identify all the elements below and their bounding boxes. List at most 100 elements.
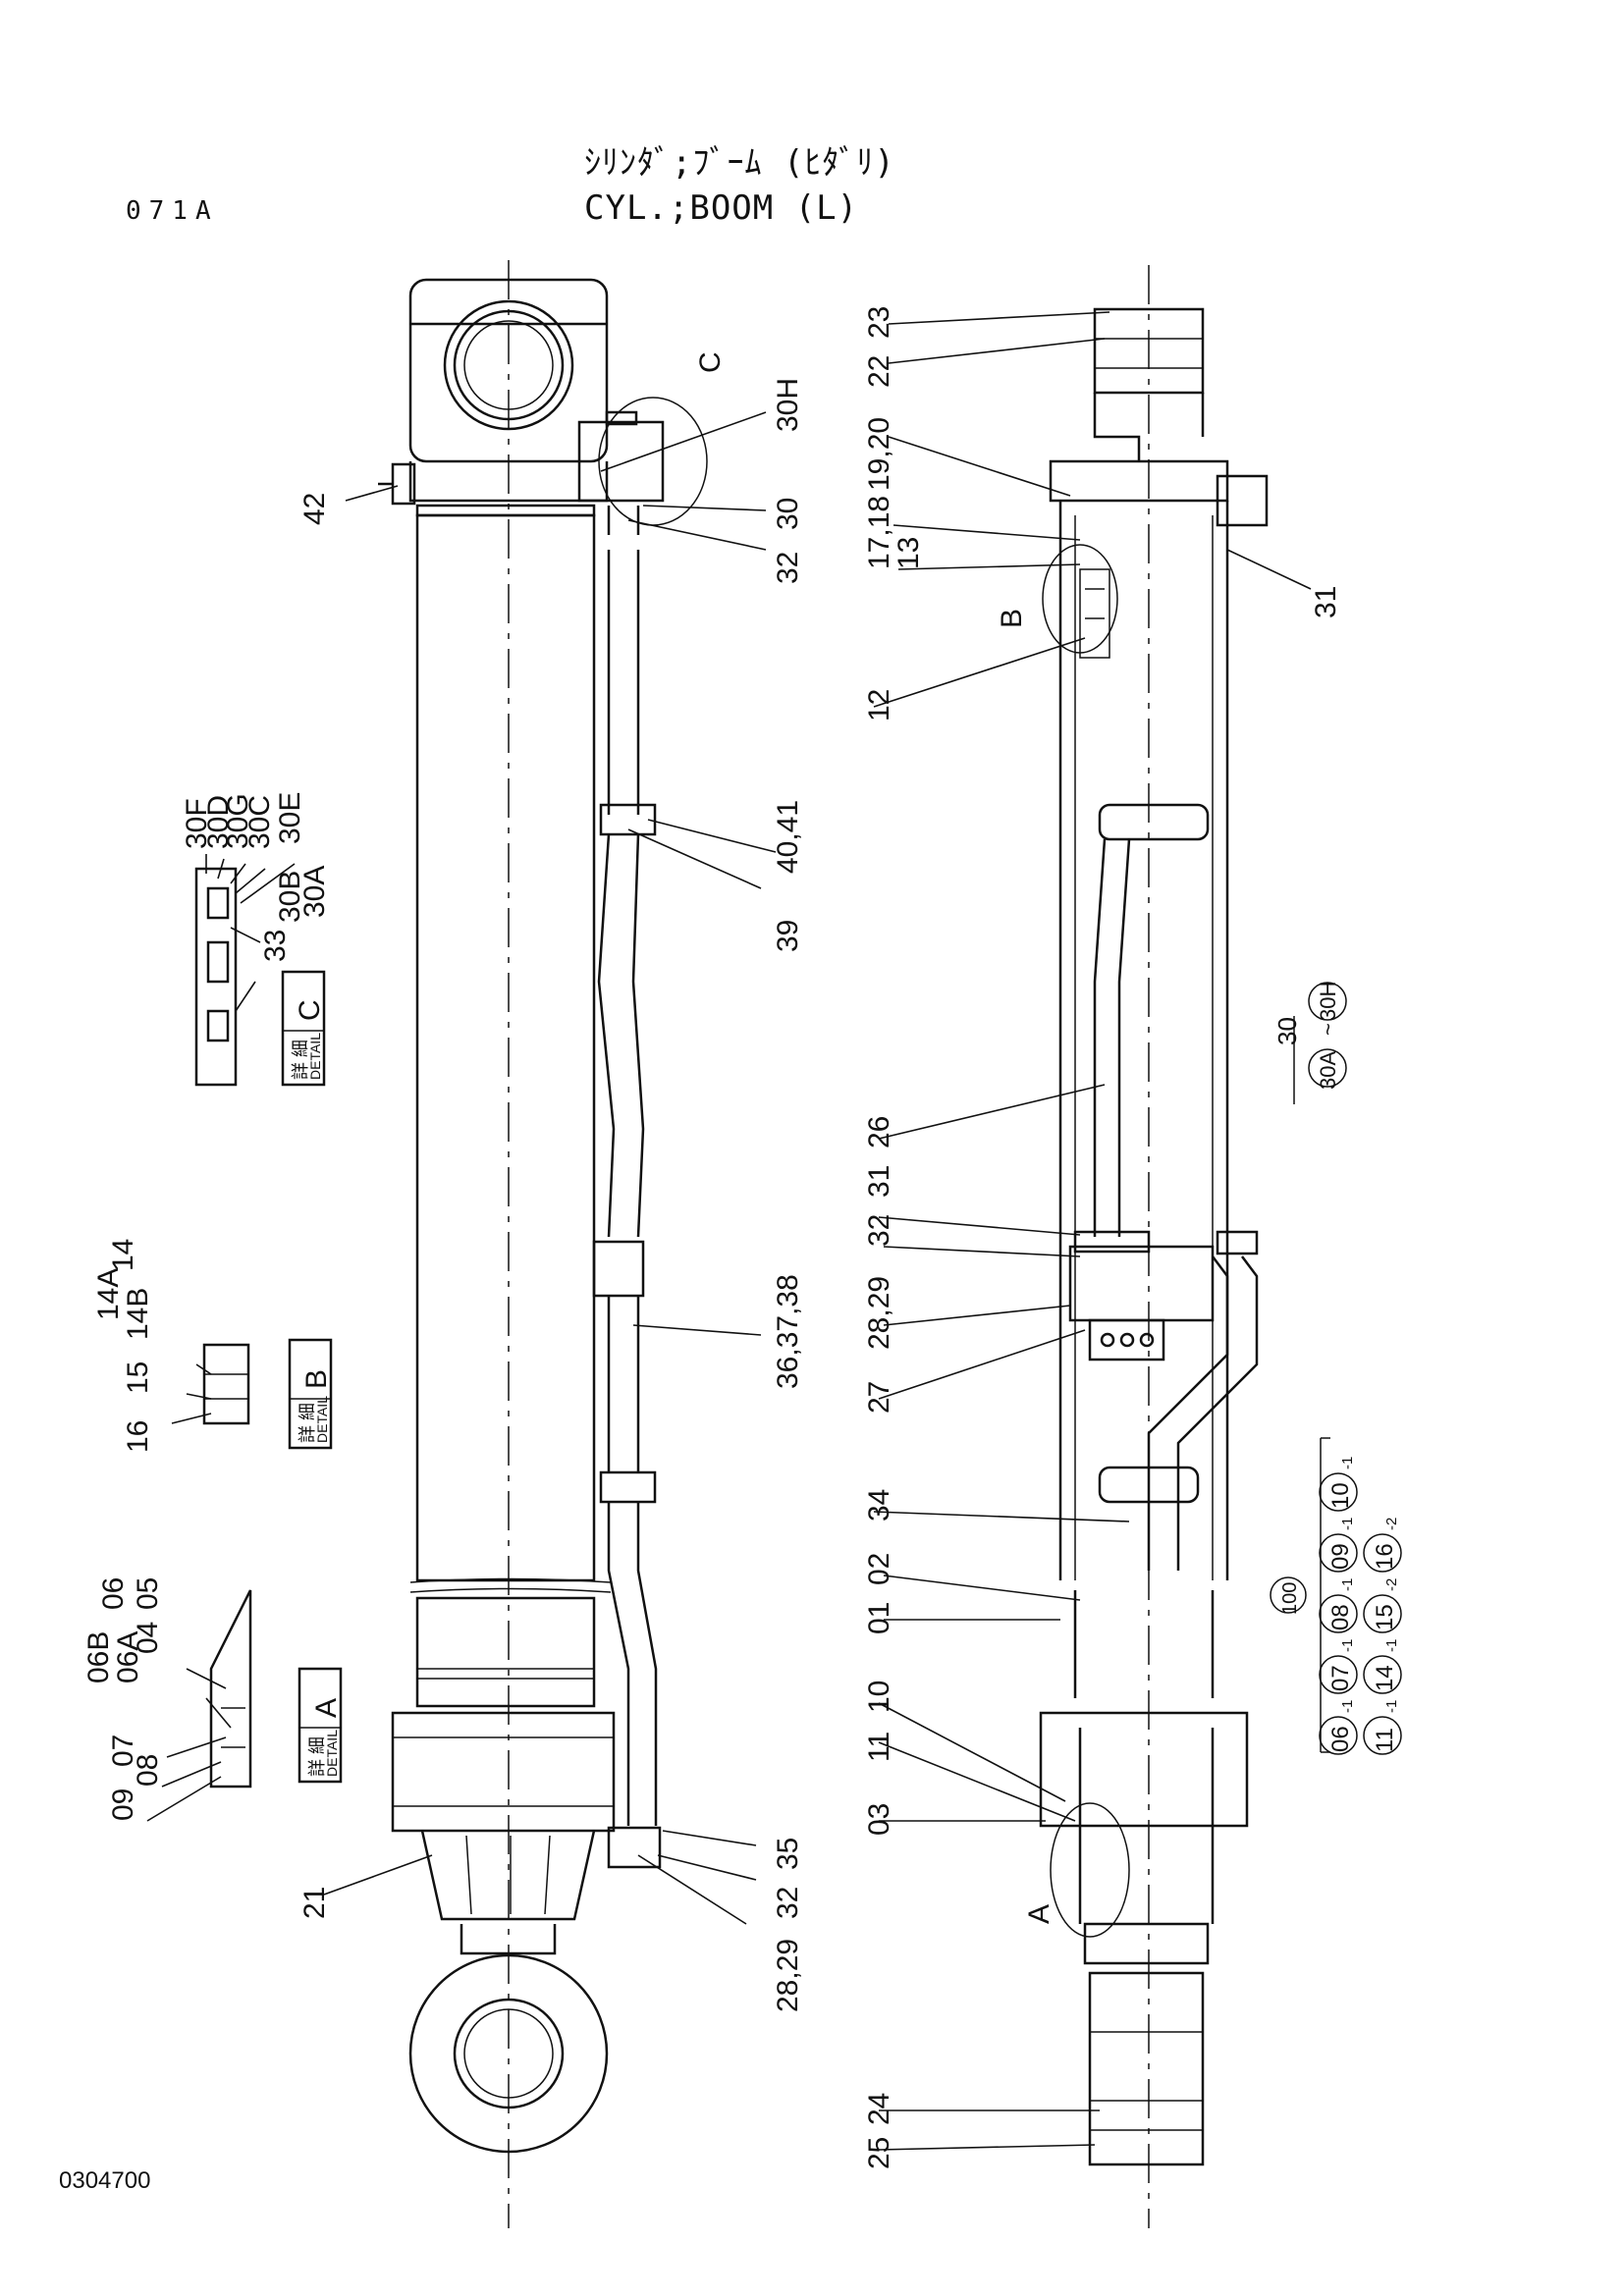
kit-30-start: 30A (1316, 1051, 1340, 1090)
detail-a-kanji: 詳 細 (307, 1736, 327, 1777)
label-05: 05 (132, 1577, 164, 1610)
label-21: 21 (298, 1887, 331, 1919)
detail-b-kanji: 詳 細 (298, 1403, 317, 1443)
kit-100-row2-qty-0: -1 (1383, 1700, 1400, 1713)
detail-a-label: DETAIL (324, 1730, 340, 1777)
label-34: 34 (863, 1489, 895, 1522)
label-09: 09 (107, 1789, 139, 1821)
label-12: 12 (863, 689, 895, 721)
page-code: 071A (126, 196, 219, 226)
kit-100-row2-part-0: 11 (1372, 1728, 1398, 1752)
label-11: 11 (863, 1732, 895, 1762)
label-32-right: 32 (863, 1214, 895, 1247)
detail-b-letter: B (300, 1369, 333, 1389)
title-japanese: ｼﾘﾝﾀﾞ;ﾌﾞｰﾑ (ﾋﾀﾞﾘ) (584, 143, 895, 183)
kit-100-row2-circle-1 (1363, 1655, 1402, 1694)
label-06b: 06B (82, 1631, 115, 1683)
label-28-29-left: 28,29 (772, 1939, 804, 2012)
leader-lines (146, 311, 1312, 2151)
label-33: 33 (259, 930, 292, 962)
kit-100-row2-part-1: 14 (1372, 1665, 1398, 1691)
detail-c-sketch (194, 867, 238, 1087)
label-42: 42 (298, 493, 331, 525)
label-30d: 30D (202, 795, 235, 849)
label-30b: 30B (274, 871, 306, 923)
kit-100-row1-circle-1 (1319, 1655, 1358, 1694)
kit-100-row1-qty-3: -1 (1339, 1518, 1356, 1530)
label-30f: 30F (181, 798, 213, 849)
label-30h: 30H (772, 378, 804, 432)
kit-100-row2-qty-1: -1 (1383, 1639, 1400, 1652)
label-17-18: 17,18 (863, 496, 895, 569)
label-08: 08 (132, 1754, 164, 1787)
title-english: CYL.;BOOM (L) (584, 188, 859, 228)
label-39: 39 (772, 920, 804, 952)
label-14a: 14A (92, 1268, 125, 1320)
detail-c-kanji: 詳 細 (291, 1040, 310, 1080)
detail-a-box (298, 1667, 343, 1784)
kit-100-row1-qty-2: -1 (1339, 1578, 1356, 1591)
kit-100-row1-circle-0 (1319, 1716, 1358, 1755)
label-07: 07 (107, 1735, 139, 1767)
kit-100-row1-part-3: 09 (1327, 1543, 1354, 1570)
kit-100-row2-circle-3 (1363, 1533, 1402, 1573)
kit-100-row1-circle-2 (1319, 1594, 1358, 1633)
kit-100-number: 100 (1279, 1582, 1301, 1615)
kit-100-row1-qty-4: -1 (1339, 1457, 1356, 1469)
kit-100-row2-part-2: 15 (1372, 1604, 1398, 1630)
label-23: 23 (863, 306, 895, 339)
label-13: 13 (893, 537, 925, 569)
kit-100-row1-part-2: 08 (1327, 1604, 1354, 1630)
label-30e: 30E (274, 792, 306, 844)
label-32-top: 32 (772, 552, 804, 584)
kit-100-row1-part-0: 06 (1327, 1726, 1354, 1752)
label-35: 35 (772, 1838, 804, 1870)
label-14b: 14B (122, 1288, 154, 1340)
kit-100-row2-circle-2 (1363, 1594, 1402, 1633)
label-25: 25 (863, 2137, 895, 2169)
label-30a: 30A (298, 866, 331, 918)
kit-100-row1-part-1: 07 (1327, 1665, 1354, 1691)
label-19-20: 19,20 (863, 417, 895, 491)
label-30: 30 (772, 498, 804, 530)
detail-a-sketch (209, 1589, 252, 1789)
label-06a: 06A (112, 1631, 144, 1683)
callout-c-letter: C (694, 351, 727, 373)
kit-30-end: 30H (1316, 982, 1340, 1021)
kit-100-row1-qty-0: -1 (1339, 1700, 1356, 1713)
kit-100-row1-circle-3 (1319, 1533, 1358, 1573)
detail-c-box (281, 970, 326, 1087)
label-36-37-38: 36,37,38 (772, 1274, 804, 1389)
label-32-bottom: 32 (772, 1887, 804, 1919)
label-15: 15 (122, 1362, 154, 1394)
label-31-top: 31 (1310, 586, 1342, 618)
detail-b-sketch (202, 1343, 250, 1425)
label-10: 10 (863, 1681, 895, 1713)
label-16: 16 (122, 1420, 154, 1453)
label-24: 24 (863, 2093, 895, 2125)
label-03: 03 (863, 1803, 895, 1836)
label-26: 26 (863, 1116, 895, 1148)
label-06: 06 (97, 1577, 130, 1610)
label-22: 22 (863, 355, 895, 388)
label-40-41: 40,41 (772, 800, 804, 874)
right-section-view (1039, 265, 1269, 2228)
label-04: 04 (132, 1622, 164, 1654)
kit-30-tilde: ~ (1316, 1023, 1340, 1036)
callout-b-letter: B (996, 609, 1028, 628)
kit-100-row2-qty-2: -2 (1383, 1578, 1400, 1591)
kit-100-row2-qty-3: -2 (1383, 1518, 1400, 1530)
kit-100-row1-circle-4 (1319, 1472, 1358, 1512)
detail-c-label: DETAIL (307, 1033, 323, 1080)
label-30c: 30C (243, 795, 276, 849)
label-01: 01 (863, 1602, 895, 1634)
kit-100-row1-part-4: 10 (1327, 1482, 1354, 1509)
detail-b-label: DETAIL (314, 1396, 330, 1443)
label-30g: 30G (222, 793, 254, 849)
label-28-29-right: 28,29 (863, 1276, 895, 1350)
label-02: 02 (863, 1553, 895, 1585)
detail-c-letter: C (294, 999, 326, 1021)
detail-a-letter: A (310, 1698, 343, 1718)
kit-30-number: 30 (1272, 1017, 1302, 1045)
